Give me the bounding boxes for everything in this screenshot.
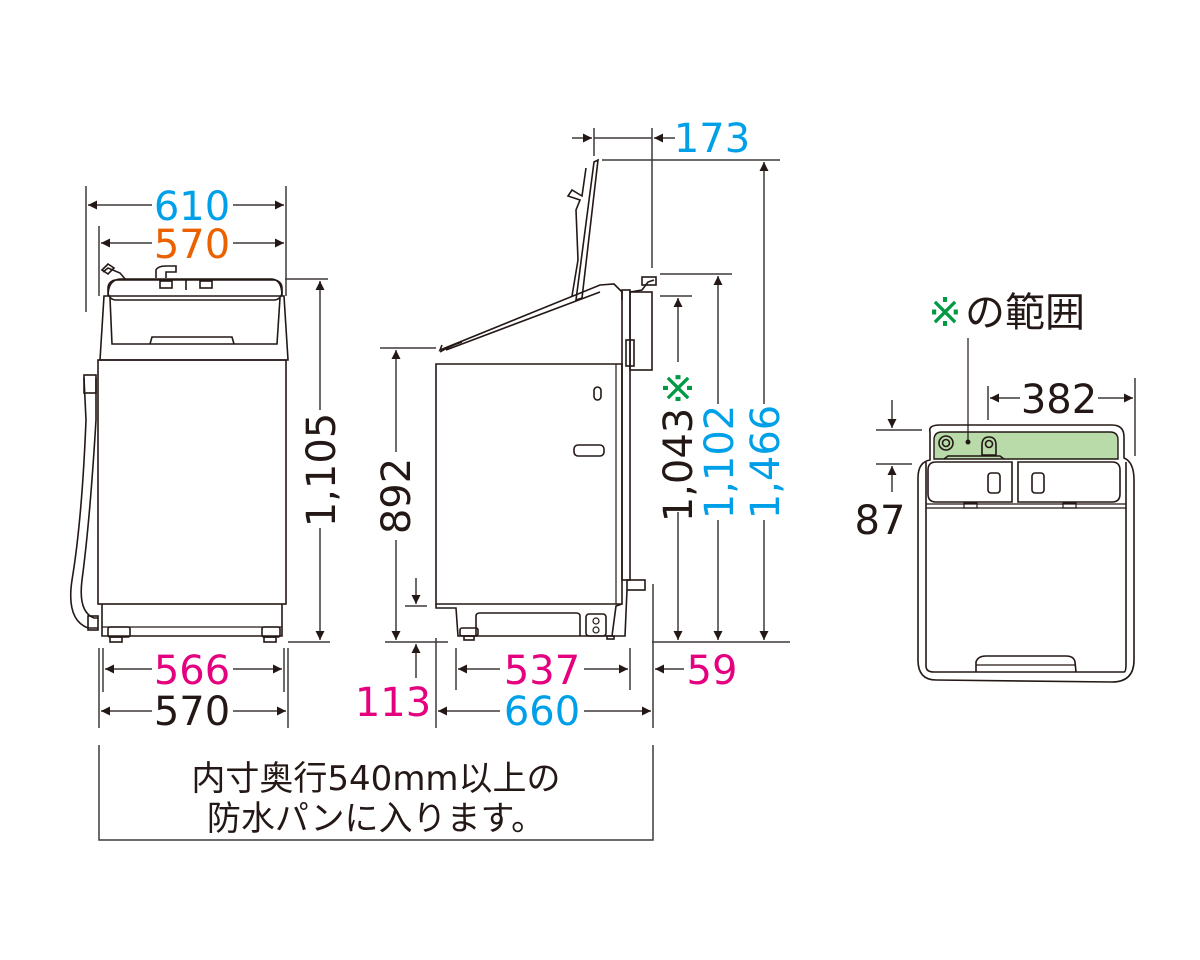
side-body-height-label: 892: [374, 458, 420, 534]
front-foot-width-label: 566: [154, 648, 230, 694]
side-foot-depth-label: 537: [504, 648, 580, 694]
top-range-label: の範囲: [965, 290, 1085, 336]
front-view: [69, 186, 330, 728]
note-line-1: 内寸奥行540mm以上の: [191, 759, 560, 799]
side-lid-open-height-label: 1,466: [743, 405, 789, 520]
side-overall-depth-label: 660: [504, 689, 580, 735]
front-base-width-label: 570: [154, 689, 230, 735]
front-overall-width-label: 610: [154, 184, 230, 230]
top-width-label: 382: [1021, 377, 1097, 423]
note-line-2: 防水パンに入ります。: [207, 799, 545, 839]
note-bracket: [98, 745, 654, 841]
top-depth-label: 87: [855, 498, 906, 544]
side-foot-clearance-label: 113: [355, 680, 431, 726]
highlighted-range: [933, 431, 1119, 460]
top-range-symbol: ※: [928, 290, 962, 336]
side-lid-overhang-label: 173: [674, 116, 750, 162]
front-height-label: 1,105: [299, 413, 345, 528]
top-view: [876, 338, 1136, 683]
side-rear-offset-label: 59: [687, 648, 738, 694]
side-marked-height-label: 1,043: [656, 408, 702, 523]
side-hose-height-label: 1,102: [697, 405, 743, 520]
side-marked-height-symbol: ※: [656, 371, 702, 405]
front-top-width-label: 570: [154, 222, 230, 268]
side-view: [380, 128, 790, 728]
